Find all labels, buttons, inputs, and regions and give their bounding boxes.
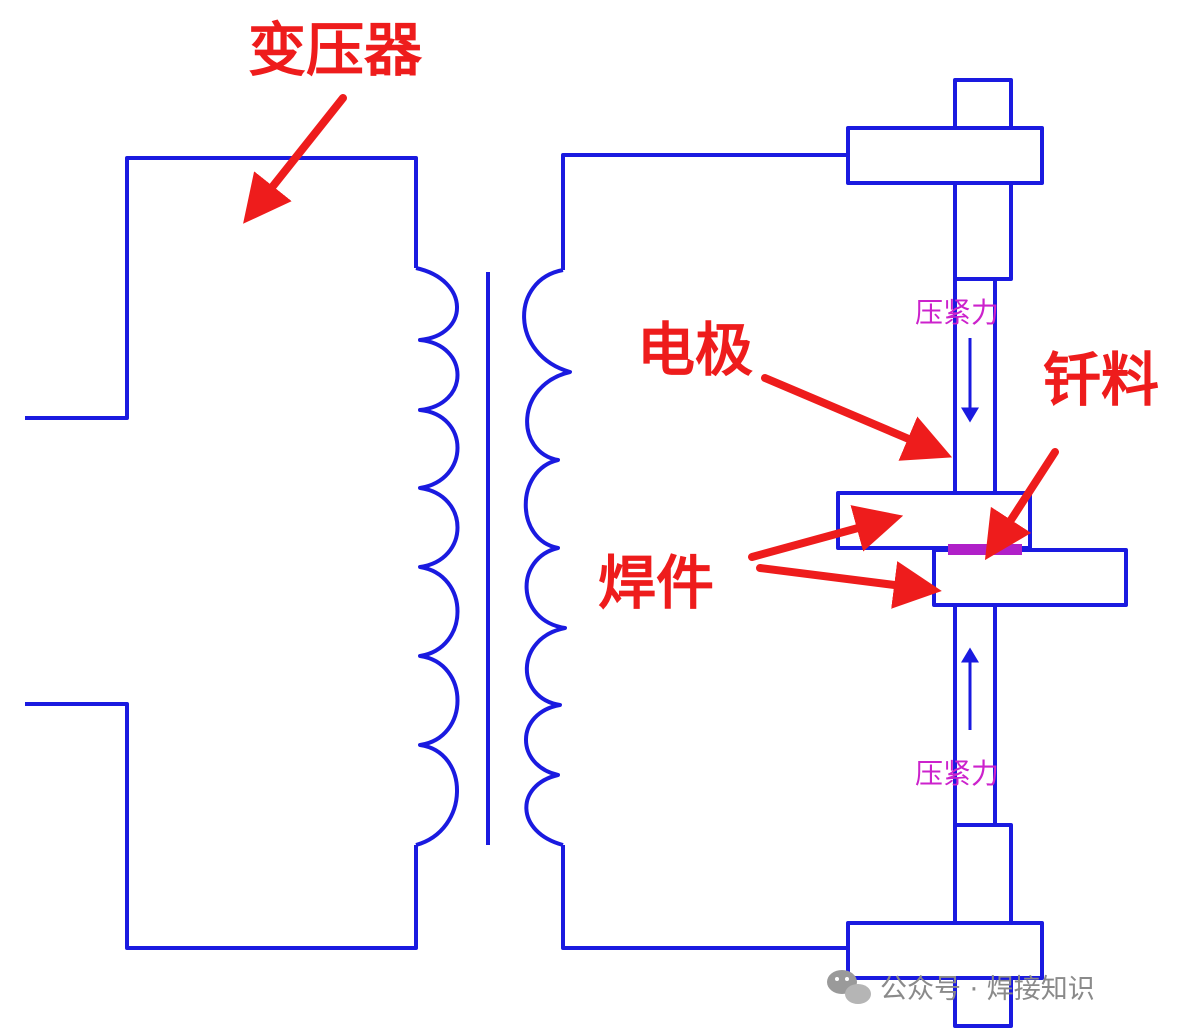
workpiece-label: 焊件 <box>598 549 714 617</box>
secondary-wire-top <box>561 153 848 270</box>
lower-electrode-cap <box>953 976 1013 1028</box>
secondary-coil <box>522 268 572 847</box>
electrode-pointer-arrow <box>761 374 953 461</box>
secondary-wire-bottom <box>561 845 848 950</box>
electrode-label: 电极 <box>637 316 753 384</box>
transformer-pointer-arrow <box>243 94 347 224</box>
primary-wire-top <box>25 156 418 420</box>
upper-electrode-shaft <box>953 181 1013 281</box>
force-label-top: 压紧力 <box>915 296 999 329</box>
watermark-text: 公众号 · 焊接知识 <box>880 974 1095 1005</box>
force-label-bottom: 压紧力 <box>915 757 999 790</box>
transformer-label: 变压器 <box>248 16 423 84</box>
primary-coil <box>415 266 460 847</box>
lower-electrode-shaft <box>953 823 1013 925</box>
lower-workpiece <box>932 548 1128 607</box>
upper-electrode-cap <box>953 78 1013 130</box>
solder-pointer-arrow <box>984 448 1059 561</box>
wechat-icon <box>827 970 871 1004</box>
workpiece-pointer-arrow-upper <box>748 505 904 561</box>
lower-electrode-clamp <box>846 921 1044 980</box>
upper-electrode-clamp <box>846 126 1044 185</box>
lower-electrode-tip <box>953 603 997 827</box>
solder-layer <box>948 544 1022 555</box>
solder-label: 钎料 <box>1043 346 1159 414</box>
workpiece-pointer-arrow-lower <box>756 561 942 609</box>
primary-wire-bottom <box>25 702 418 950</box>
